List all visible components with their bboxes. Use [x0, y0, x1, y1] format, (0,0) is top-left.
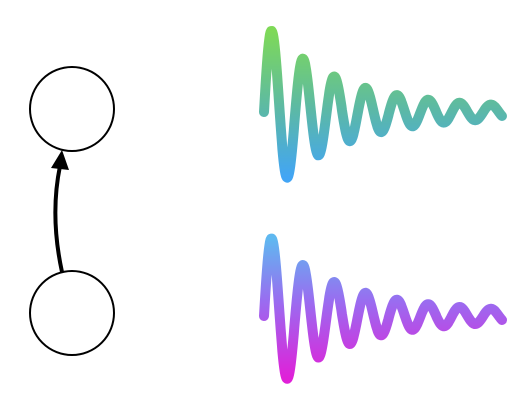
lower-node	[29, 270, 115, 356]
top-wave	[259, 26, 507, 183]
edge-line	[53, 165, 64, 273]
upper-node	[29, 66, 115, 152]
arrow-head-icon	[51, 150, 69, 170]
bottom-wave	[259, 233, 507, 384]
